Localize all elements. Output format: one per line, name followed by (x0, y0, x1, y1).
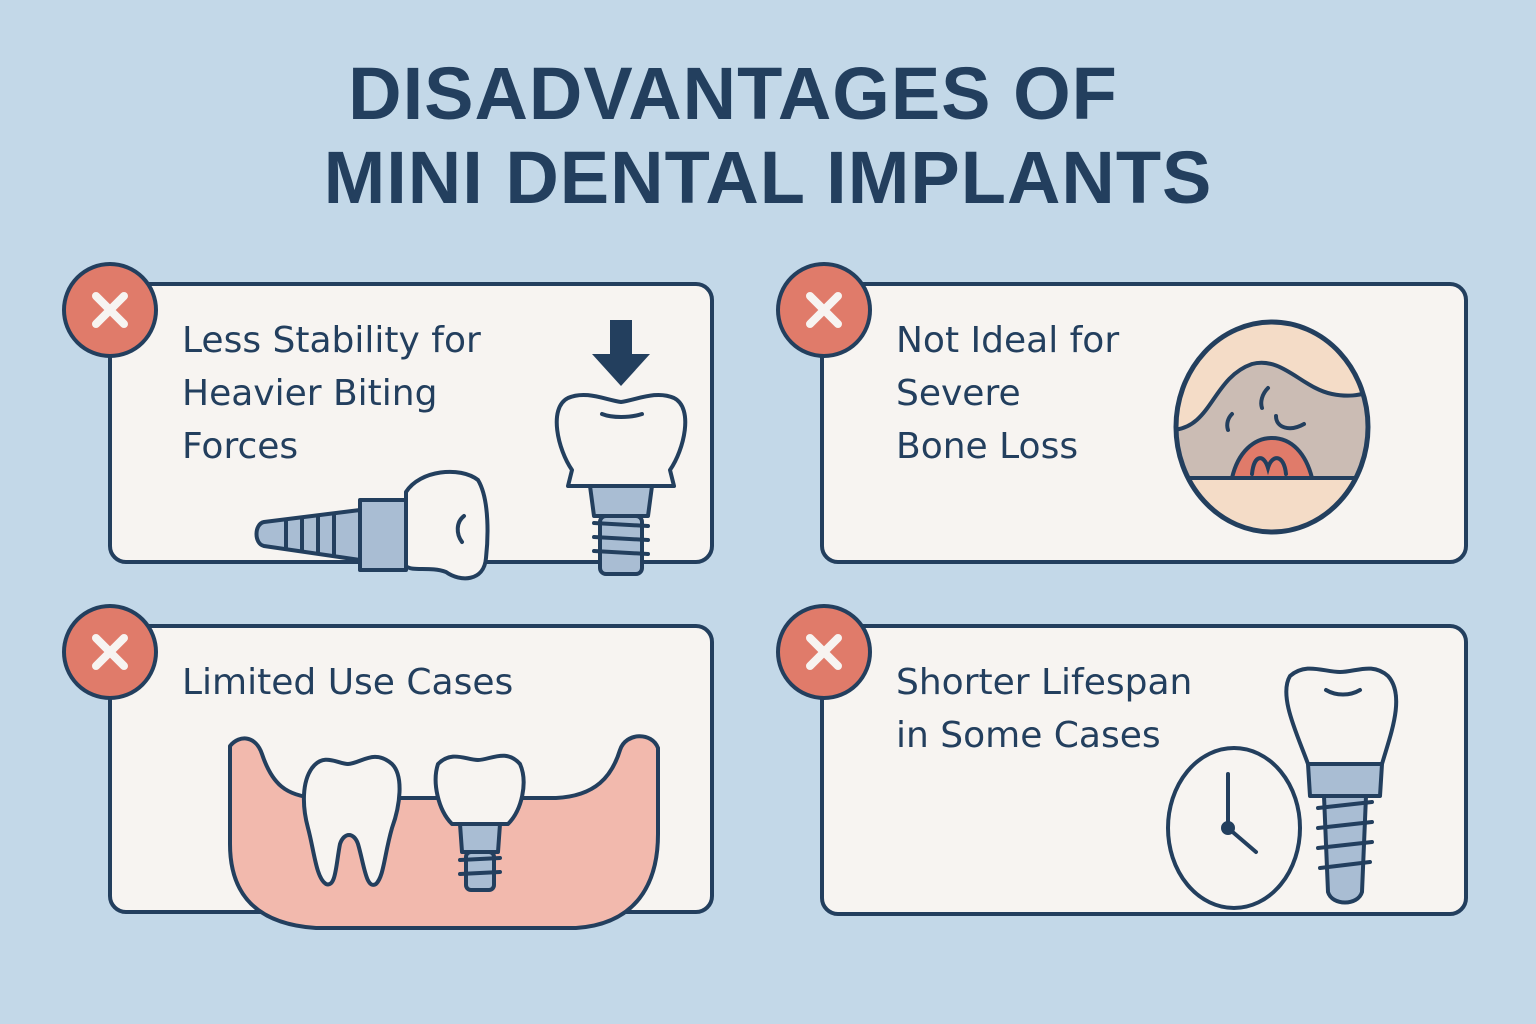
title-line-1: DISADVANTAGES OF (348, 52, 1118, 135)
down-arrow-icon (592, 320, 650, 386)
natural-tooth-icon (301, 754, 402, 887)
implant-under-force-illustration (254, 320, 688, 581)
x-mark-badge (62, 604, 158, 700)
bone-loss-cross-section-illustration (1173, 319, 1371, 535)
card-less-stability-label: Less Stability for Heavier Biting Forces (182, 320, 481, 467)
tilted-implant-icon (254, 469, 490, 581)
card-bone-loss-label: Not Ideal for Severe Bone Loss (896, 320, 1120, 467)
x-mark-badge (62, 262, 158, 358)
implant-with-clock-illustration (1166, 666, 1399, 910)
tooth-and-implant-in-gum-illustration (228, 734, 660, 930)
x-mark-icon (92, 292, 128, 328)
card-limited-use-label: Limited Use Cases (182, 662, 514, 703)
x-mark-icon (92, 634, 128, 670)
implant-crown-icon (433, 753, 526, 826)
clock-icon (1166, 746, 1302, 910)
title-line-2: MINI DENTAL IMPLANTS (323, 136, 1213, 219)
x-mark-icon (806, 292, 842, 328)
gum-shape (228, 734, 660, 930)
upright-implant-icon (554, 392, 688, 576)
x-mark-badge (776, 262, 872, 358)
implant-icon (1284, 666, 1399, 905)
x-mark-icon (806, 634, 842, 670)
card-shorter-lifespan-label: Shorter Lifespan in Some Cases (896, 662, 1193, 756)
x-mark-badge (776, 604, 872, 700)
page-title: DISADVANTAGES OF MINI DENTAL IMPLANTS (0, 52, 1536, 220)
